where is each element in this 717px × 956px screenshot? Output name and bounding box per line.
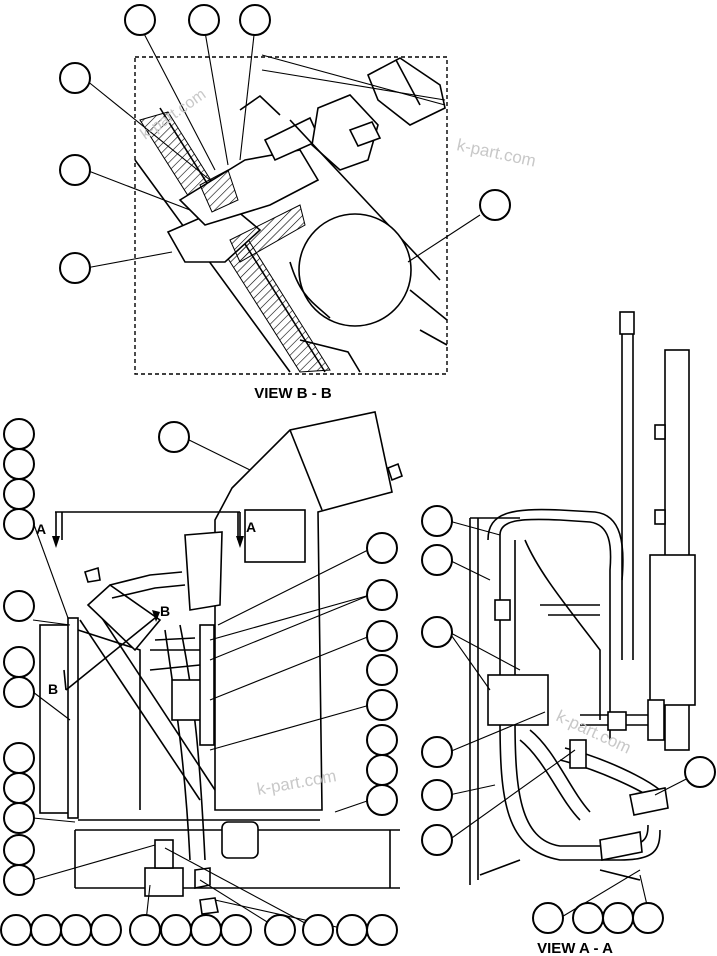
callout xyxy=(220,914,252,946)
callout xyxy=(3,448,35,480)
callout xyxy=(160,914,192,946)
callout xyxy=(421,505,453,537)
callout xyxy=(60,914,92,946)
callout xyxy=(30,914,62,946)
valve-block xyxy=(86,583,162,652)
callout xyxy=(3,772,35,804)
callout xyxy=(366,532,398,564)
callout xyxy=(3,864,35,896)
callout xyxy=(479,189,511,221)
callout xyxy=(124,4,156,36)
callout xyxy=(684,756,716,788)
tube-section xyxy=(298,213,412,327)
bolt-head xyxy=(311,94,379,171)
callout xyxy=(0,914,32,946)
callout xyxy=(188,4,220,36)
callout xyxy=(3,508,35,540)
section-a-right: A xyxy=(246,519,256,535)
watermark: k-part.com xyxy=(455,135,537,170)
cooler-block xyxy=(649,554,696,706)
callout xyxy=(158,421,190,453)
callout xyxy=(59,62,91,94)
callout xyxy=(366,654,398,686)
callout xyxy=(3,646,35,678)
callout xyxy=(366,579,398,611)
callout xyxy=(3,802,35,834)
view-a-a-title: VIEW A - A xyxy=(537,940,613,956)
section-a-left: A xyxy=(36,521,46,537)
callout xyxy=(532,902,564,934)
housing xyxy=(214,411,393,811)
side-view: A A B B xyxy=(0,411,403,946)
callout xyxy=(3,834,35,866)
view-b-b-title: VIEW B - B xyxy=(254,385,332,402)
callout xyxy=(3,418,35,450)
callout xyxy=(129,914,161,946)
callout xyxy=(421,616,453,648)
callout xyxy=(3,478,35,510)
detail-frame xyxy=(134,56,448,375)
callout xyxy=(421,544,453,576)
drain-plug xyxy=(221,821,259,859)
callout xyxy=(572,902,604,934)
callout xyxy=(421,736,453,768)
section-b-upper: B xyxy=(160,603,170,619)
callout xyxy=(239,4,271,36)
callout xyxy=(59,252,91,284)
callout xyxy=(190,914,222,946)
callout xyxy=(3,676,35,708)
callout xyxy=(59,154,91,186)
callout xyxy=(264,914,296,946)
section-b-lower: B xyxy=(48,681,58,697)
callout xyxy=(90,914,122,946)
callout xyxy=(3,590,35,622)
view-a-a-detail: VIEW A - A xyxy=(421,311,716,956)
callout xyxy=(421,779,453,811)
valve-block-a xyxy=(487,674,549,726)
callout xyxy=(366,914,398,946)
callout xyxy=(302,914,334,946)
bottom-valve xyxy=(144,867,184,897)
inspection-window xyxy=(244,509,306,563)
callout xyxy=(366,784,398,816)
top-fitting xyxy=(619,311,635,335)
callout xyxy=(421,824,453,856)
callout xyxy=(366,689,398,721)
callout xyxy=(366,620,398,652)
radiator-core xyxy=(39,624,73,814)
view-b-b-detail: VIEW B - B xyxy=(59,4,511,402)
callout xyxy=(366,754,398,786)
callout xyxy=(632,902,664,934)
callout xyxy=(366,724,398,756)
callout xyxy=(336,914,368,946)
callout xyxy=(602,902,634,934)
callout xyxy=(3,742,35,774)
